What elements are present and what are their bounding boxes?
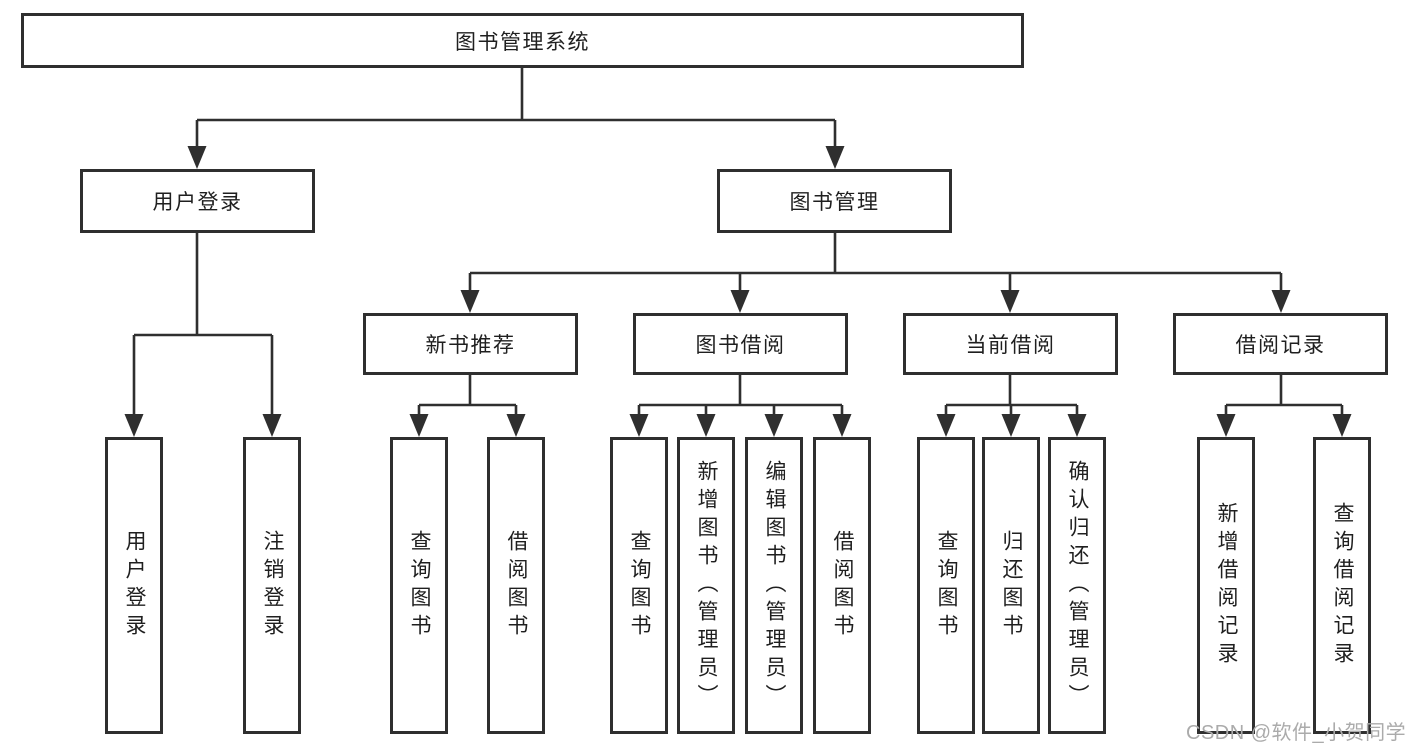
node-book-management: 图书管理 xyxy=(717,169,952,233)
node-book-borrow: 图书借阅 xyxy=(633,313,848,375)
node-borrow-records: 借阅记录 xyxy=(1173,313,1388,375)
leaf-borrow-books-1-label: 借阅图书 xyxy=(505,529,529,642)
edge-arrowheads xyxy=(124,146,1352,437)
leaf-query-books-3-label: 查询图书 xyxy=(935,529,959,642)
leaf-query-books-1: 查询图书 xyxy=(390,437,448,734)
leaf-add-borrow-record: 新增借阅记录 xyxy=(1197,437,1255,734)
leaf-return-books: 归还图书 xyxy=(982,437,1040,734)
node-book-borrow-label: 图书借阅 xyxy=(695,334,786,357)
node-book-management-label: 图书管理 xyxy=(789,191,880,214)
leaf-edit-books-admin-label: 编辑图书（管理员） xyxy=(763,459,787,712)
node-borrow-records-label: 借阅记录 xyxy=(1235,334,1326,357)
leaf-add-books-admin: 新增图书（管理员） xyxy=(677,437,735,734)
node-user-login-label: 用户登录 xyxy=(152,191,243,214)
leaf-logout: 注销登录 xyxy=(243,437,301,734)
node-new-book-recommend: 新书推荐 xyxy=(363,313,578,375)
node-current-borrow-label: 当前借阅 xyxy=(965,334,1056,357)
leaf-user-login: 用户登录 xyxy=(105,437,163,734)
leaf-user-login-label: 用户登录 xyxy=(123,529,147,642)
node-root: 图书管理系统 xyxy=(21,13,1024,68)
leaf-query-books-3: 查询图书 xyxy=(917,437,975,734)
leaf-add-books-admin-label: 新增图书（管理员） xyxy=(695,459,719,712)
edge-root-to-level2 xyxy=(195,68,837,152)
edge-current-to-leaves xyxy=(944,375,1079,420)
node-new-book-recommend-label: 新书推荐 xyxy=(425,334,516,357)
csdn-watermark: CSDN @软件_小贺同学 xyxy=(1186,722,1405,744)
leaf-query-books-2: 查询图书 xyxy=(610,437,668,734)
edge-records-to-leaves xyxy=(1224,375,1344,420)
leaf-query-borrow-record: 查询借阅记录 xyxy=(1313,437,1371,734)
leaf-borrow-books-2-label: 借阅图书 xyxy=(831,529,855,642)
edge-lines xyxy=(132,68,1344,420)
leaf-borrow-books-2: 借阅图书 xyxy=(813,437,871,734)
leaf-return-books-label: 归还图书 xyxy=(1000,529,1024,642)
leaf-logout-label: 注销登录 xyxy=(261,529,285,642)
leaf-query-books-1-label: 查询图书 xyxy=(408,529,432,642)
leaf-query-books-2-label: 查询图书 xyxy=(628,529,652,642)
leaf-add-borrow-record-label: 新增借阅记录 xyxy=(1215,501,1239,670)
leaf-edit-books-admin: 编辑图书（管理员） xyxy=(745,437,803,734)
leaf-query-borrow-record-label: 查询借阅记录 xyxy=(1331,501,1355,670)
edge-newbook-to-leaves xyxy=(417,375,518,420)
leaf-confirm-return-admin-label: 确认归还（管理员） xyxy=(1066,459,1090,712)
node-current-borrow: 当前借阅 xyxy=(903,313,1118,375)
leaf-confirm-return-admin: 确认归还（管理员） xyxy=(1048,437,1106,734)
edge-borrow-to-leaves xyxy=(637,375,844,420)
node-user-login: 用户登录 xyxy=(80,169,315,233)
edge-bookmgmt-to-level3 xyxy=(468,233,1283,297)
leaf-borrow-books-1: 借阅图书 xyxy=(487,437,545,734)
node-root-label: 图书管理系统 xyxy=(455,30,590,54)
edge-userlogin-to-leaves xyxy=(132,233,274,418)
